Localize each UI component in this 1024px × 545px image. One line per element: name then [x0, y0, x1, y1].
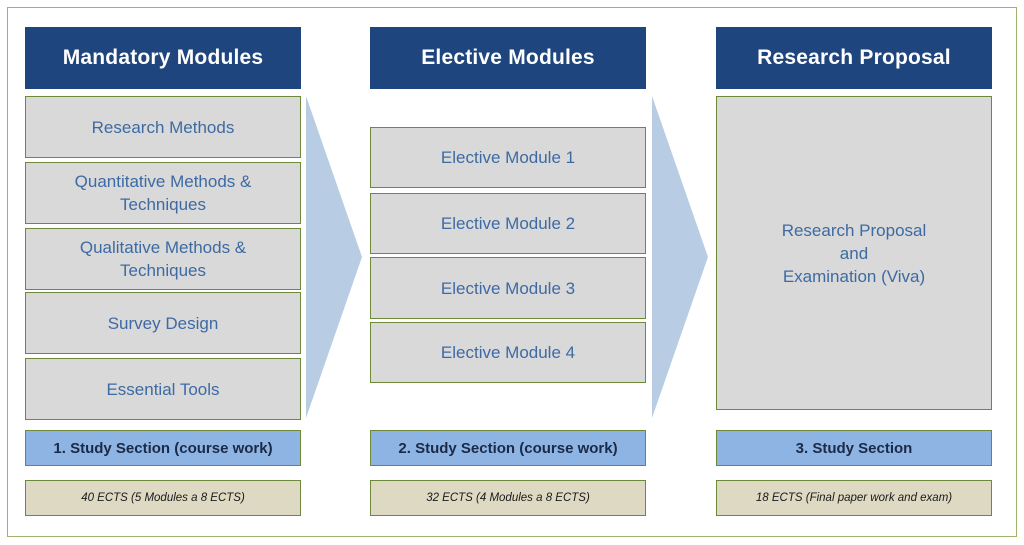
module-box: Essential Tools	[25, 358, 301, 420]
module-box: Elective Module 3	[370, 257, 646, 319]
module-box: Quantitative Methods & Techniques	[25, 162, 301, 224]
column-header: Mandatory Modules	[25, 27, 301, 89]
ects-note: 32 ECTS (4 Modules a 8 ECTS)	[370, 480, 646, 516]
module-label: Elective Module 2	[440, 214, 576, 233]
arrow-icon	[306, 96, 362, 418]
module-label: Survey Design	[107, 313, 219, 333]
study-section-label: 2. Study Section (course work)	[370, 430, 646, 466]
ects-note: 40 ECTS (5 Modules a 8 ECTS)	[25, 480, 301, 516]
study-section-label: 3. Study Section	[716, 430, 992, 466]
module-label: Qualitative Methods & Techniques	[79, 238, 247, 280]
module-label: Research Proposal and Examination (Viva)	[781, 221, 927, 286]
arrow-icon	[652, 96, 708, 418]
module-label: Research Methods	[91, 117, 235, 137]
module-box: Elective Module 1	[370, 127, 646, 188]
module-label: Elective Module 4	[440, 343, 576, 362]
module-box: Elective Module 4	[370, 322, 646, 383]
module-box: Elective Module 2	[370, 193, 646, 254]
module-label: Essential Tools	[106, 379, 220, 399]
module-box: Survey Design	[25, 292, 301, 354]
module-label: Quantitative Methods & Techniques	[74, 172, 252, 214]
column-header: Elective Modules	[370, 27, 646, 89]
module-label: Elective Module 3	[440, 278, 576, 298]
module-box: Research Methods	[25, 96, 301, 158]
module-label: Elective Module 1	[440, 148, 576, 167]
module-box: Qualitative Methods & Techniques	[25, 228, 301, 290]
module-box: Research Proposal and Examination (Viva)	[716, 96, 992, 410]
column-header: Research Proposal	[716, 27, 992, 89]
study-section-label: 1. Study Section (course work)	[25, 430, 301, 466]
ects-note: 18 ECTS (Final paper work and exam)	[716, 480, 992, 516]
